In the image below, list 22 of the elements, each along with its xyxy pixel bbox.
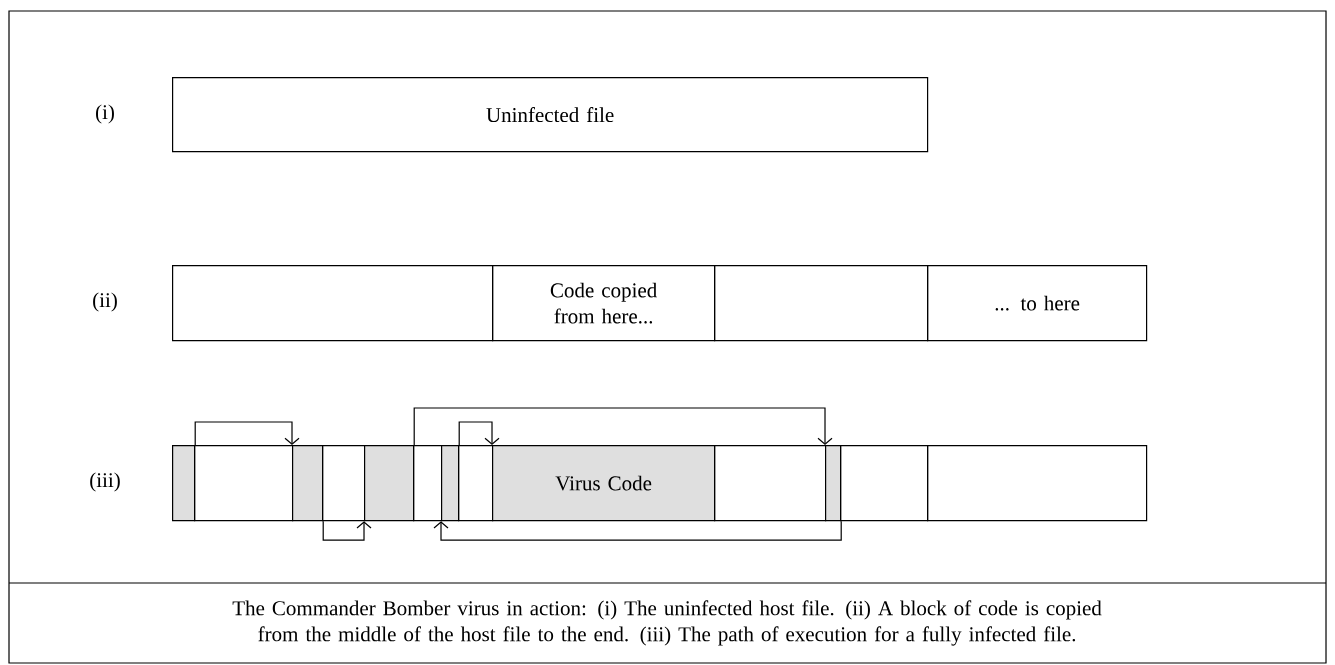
caption: The Commander Bomber virus in action: (i) The uninfected host file. (ii) A block of code is copied from the middle of the host file to the end. (iii) The path of execution for a fully infected file. (232, 600, 1102, 646)
file-segment (172, 445, 196, 522)
jump-arrow (194, 421, 300, 446)
file-segment (172, 265, 494, 342)
file-box: Uninfected file (172, 77, 929, 153)
row-label: (iii) (90, 472, 120, 492)
row-label: (i) (96, 104, 114, 124)
file-segment (927, 445, 1148, 522)
file-segment (714, 265, 929, 342)
code-segment: Virus Code (492, 445, 716, 522)
code-segment: Code copied from here... (492, 265, 716, 342)
file-segment (441, 445, 460, 522)
file-segment (364, 445, 415, 522)
file-segment (292, 445, 324, 522)
file-segment (840, 445, 929, 522)
code-segment: ... to here (927, 265, 1148, 342)
file-segment (825, 445, 842, 522)
jump-arrow (413, 407, 833, 446)
row-label: (ii) (93, 292, 117, 312)
jump-arrow (458, 421, 500, 446)
jump-arrow (322, 520, 372, 541)
jump-arrow (433, 520, 842, 541)
